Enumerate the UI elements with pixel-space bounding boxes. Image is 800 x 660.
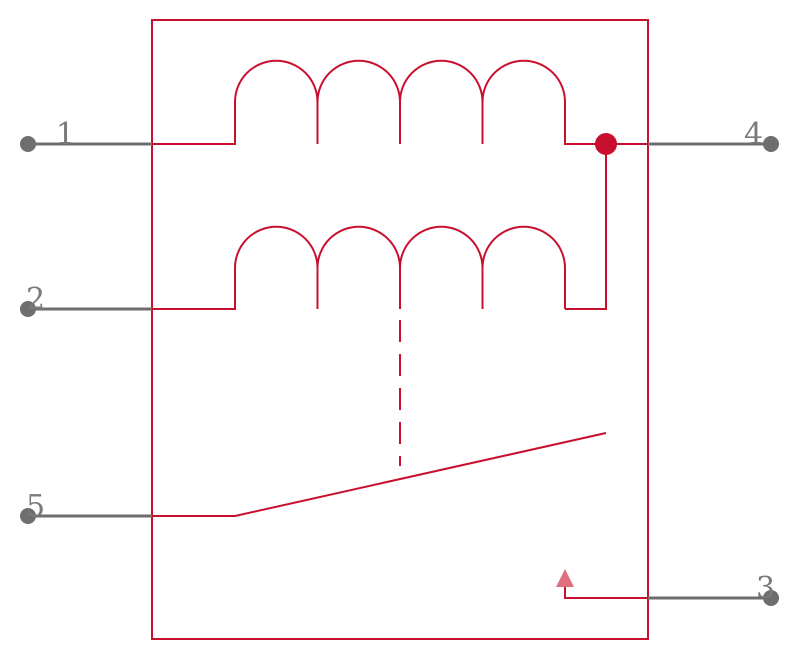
coil-lower (152, 225, 566, 310)
pin-3[interactable]: 3 (648, 571, 779, 606)
pin-number: 1 (56, 117, 75, 152)
triangle-marker-icon (556, 569, 574, 587)
pin-4[interactable]: 4 (648, 117, 779, 152)
pin-number: 2 (26, 282, 45, 317)
pin-5[interactable]: 5 (20, 489, 152, 524)
pin-number: 5 (26, 489, 45, 524)
switch-contact (152, 432, 607, 517)
coil-upper (152, 59, 648, 145)
pin-number: 4 (744, 117, 763, 152)
coil-link-wire (565, 144, 607, 310)
pin-number: 3 (756, 571, 775, 606)
contact-3-wire (564, 584, 648, 599)
component-body-outline (151, 19, 649, 640)
pin-1[interactable]: 1 (20, 117, 152, 152)
pin-2[interactable]: 2 (20, 282, 152, 317)
